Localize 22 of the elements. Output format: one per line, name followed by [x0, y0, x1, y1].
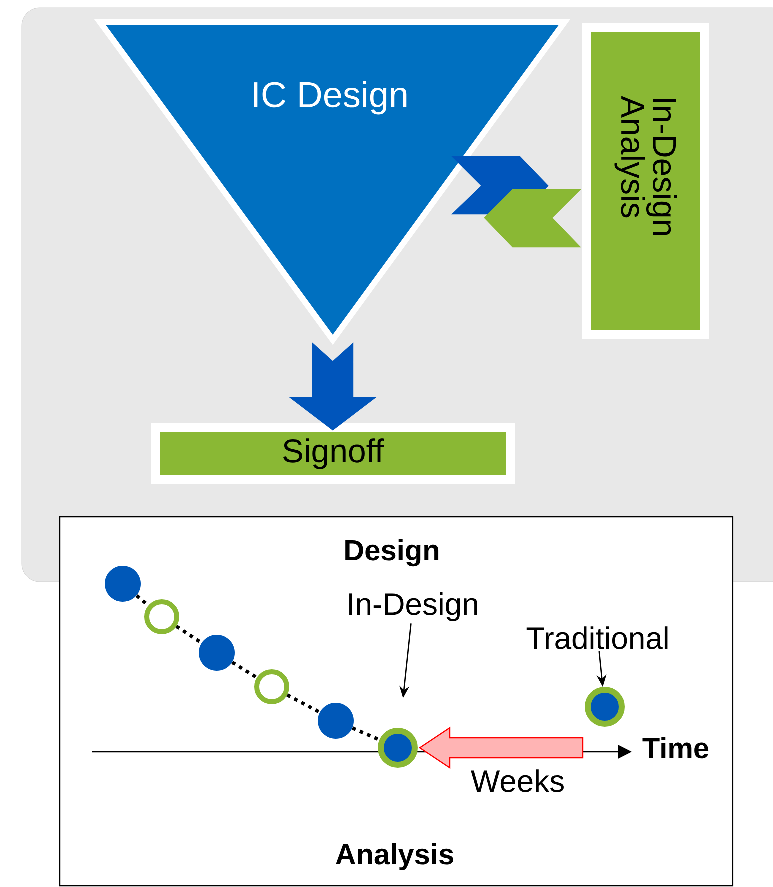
dotted-curve	[286, 694, 321, 714]
block-arrow	[484, 189, 582, 248]
callout-text: Traditional	[526, 626, 668, 650]
data-point	[585, 687, 625, 727]
process-box: In-Design Analysis	[582, 23, 710, 339]
data-point	[378, 728, 418, 768]
data-point	[318, 703, 354, 739]
block-arrow	[418, 726, 584, 770]
callout-text: In-Design	[350, 592, 478, 622]
process-box: Signoff	[151, 424, 515, 484]
data-point	[105, 566, 141, 602]
data-point	[254, 670, 290, 704]
data-point	[144, 600, 180, 634]
block-arrow	[289, 342, 377, 431]
axis-label: Analysis	[336, 844, 454, 871]
dotted-curve	[176, 625, 203, 644]
edge-label: Weeks	[471, 770, 564, 792]
data-point	[199, 635, 235, 671]
axis-label: Design	[346, 539, 439, 567]
dotted-curve	[352, 726, 380, 742]
axis-label: Time	[642, 737, 709, 759]
dotted-curve	[232, 661, 258, 680]
